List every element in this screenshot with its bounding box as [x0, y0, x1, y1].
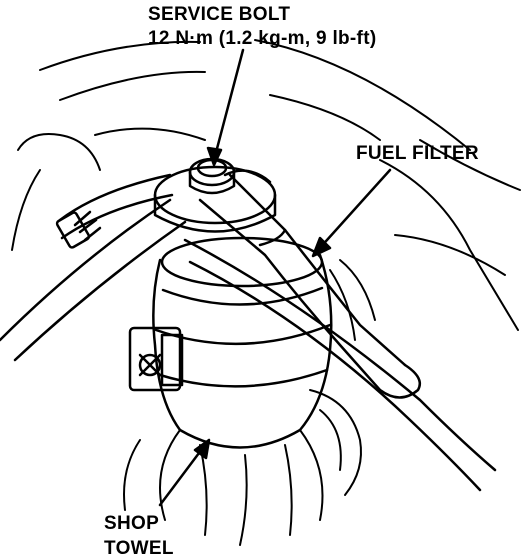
engine-bay-outline	[11, 39, 521, 331]
service-bolt-leader	[212, 48, 245, 162]
fuel-filter-body	[128, 165, 333, 449]
service-bolt	[188, 157, 236, 195]
service-bolt-label: SERVICE BOLT	[148, 4, 290, 25]
shop-towel-leader	[158, 443, 207, 507]
fuel-line-hose	[55, 173, 174, 249]
fuel-filter-label: FUEL FILTER	[356, 143, 479, 164]
fuel-filter-arrowhead	[311, 236, 332, 258]
service-bolt-arrowhead	[206, 146, 223, 167]
shop-towel-arrowhead	[193, 438, 211, 460]
fuel-filter-leader	[316, 168, 392, 252]
shop-towel	[123, 259, 376, 546]
service-bolt-torque-label: 12 N·m (1.2 kg-m, 9 lb-ft)	[148, 28, 376, 49]
wrench	[198, 169, 422, 399]
shop-towel-label-line2: TOWEL	[104, 538, 174, 559]
mounting-frame	[0, 198, 497, 492]
shop-towel-label-line1: SHOP	[104, 513, 159, 534]
leader-lines	[158, 48, 392, 507]
